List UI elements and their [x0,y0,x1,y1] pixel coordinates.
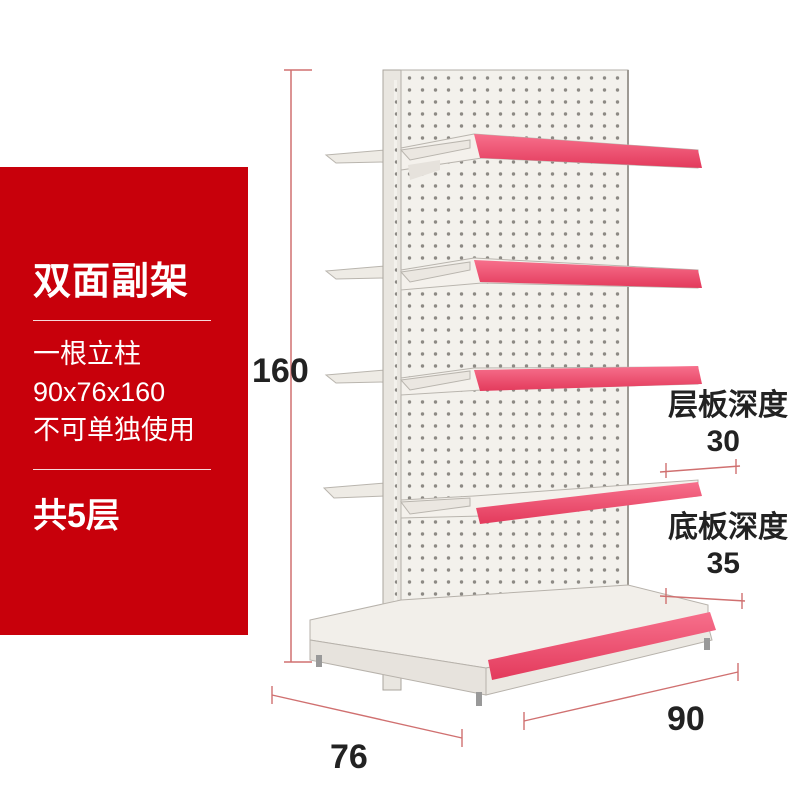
panel-line-1: 一根立柱 [33,339,141,369]
panel-divider-bottom [33,469,211,470]
shelf-depth-lines [659,459,741,478]
depth-label: 76 [330,738,368,776]
width-label: 90 [667,700,705,738]
base-depth-label: 底板深度 [668,511,788,544]
base-depth-lines [659,588,746,609]
panel-layer-count: 共5层 [33,497,120,535]
base-deck [309,584,716,706]
height-label: 160 [252,352,309,390]
info-panel [0,167,248,635]
panel-divider-top [33,320,211,321]
depth-dimension-line [271,686,463,747]
right-shelves [400,133,702,524]
shelf-depth-value: 30 [706,425,740,458]
left-brackets [322,149,386,499]
panel-line-2: 90x76x160 [33,377,166,407]
shelf-depth-callout: 层板深度 30 [640,388,788,460]
height-dimension-line [284,69,312,663]
panel-title: 双面副架 [33,261,190,303]
width-dimension-line [523,663,739,730]
post-slots [394,80,397,660]
info-panel-text: 双面副架 一根立柱 90x76x160 不可单独使用 共5层 [0,167,248,635]
panel-line-3: 不可单独使用 [33,415,195,445]
base-depth-callout: 底板深度 35 [640,510,788,582]
right-brackets [399,139,471,515]
shelf-depth-label: 层板深度 [668,389,788,422]
base-depth-value: 35 [706,547,740,580]
upright-post [382,69,402,691]
